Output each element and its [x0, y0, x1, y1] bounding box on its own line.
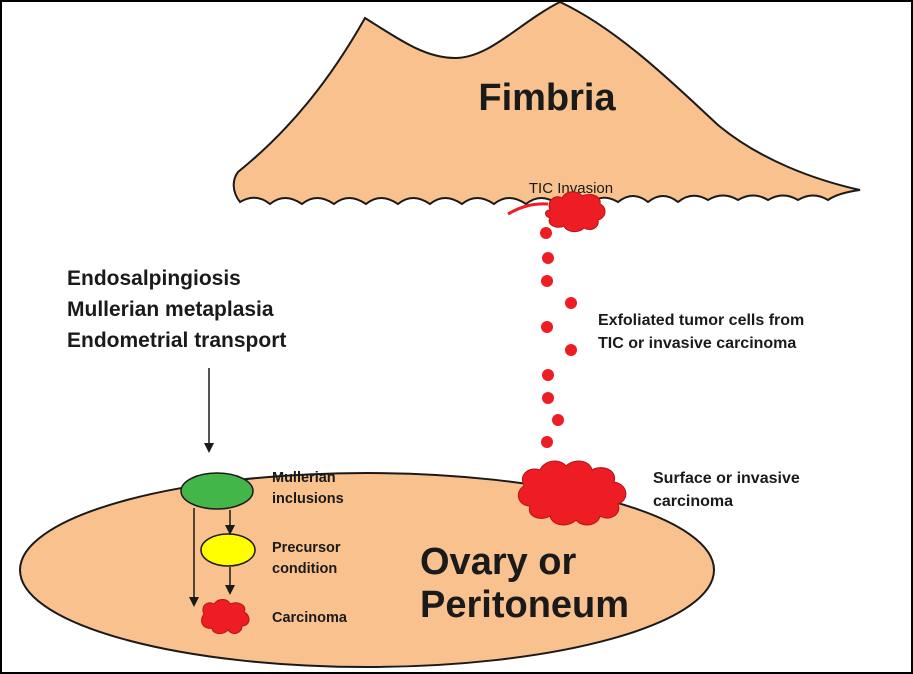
- exfoliated-cell: [540, 227, 552, 239]
- exfoliated-cell: [541, 321, 553, 333]
- left-text-line2: Mullerian metaplasia: [67, 298, 274, 321]
- precursor-label-line1: Precursor: [272, 540, 341, 556]
- exfoliated-cell: [541, 275, 553, 287]
- tic-lesion-line: [508, 204, 548, 214]
- surface-carcinoma-label-line2: carcinoma: [653, 493, 733, 510]
- exfoliated-label-line1: Exfoliated tumor cells from: [598, 312, 804, 329]
- fimbria-title: Fimbria: [478, 77, 616, 119]
- carcinoma-label: Carcinoma: [272, 610, 348, 626]
- mullerian-inclusion-shape: [181, 473, 253, 509]
- exfoliated-cells: [540, 227, 577, 448]
- exfoliated-cell: [565, 344, 577, 356]
- left-text-line1: Endosalpingiosis: [67, 267, 241, 290]
- precursor-label-line2: condition: [272, 561, 337, 577]
- carcinoma-cluster-small: [202, 600, 250, 634]
- ovary-title-line1: Ovary or: [420, 541, 577, 583]
- tic-tumor-cluster: [546, 192, 606, 232]
- mullerian-inclusions-label-line2: inclusions: [272, 491, 344, 507]
- exfoliated-cell: [565, 297, 577, 309]
- surface-carcinoma-cluster: [518, 461, 626, 525]
- exfoliated-cell: [552, 414, 564, 426]
- exfoliated-cell: [542, 392, 554, 404]
- exfoliated-cell: [542, 369, 554, 381]
- mullerian-inclusions-label-line1: Mullerian: [272, 470, 336, 486]
- ovary-title-line2: Peritoneum: [420, 584, 629, 626]
- surface-carcinoma-label-line1: Surface or invasive: [653, 470, 800, 487]
- left-text-line3: Endometrial transport: [67, 329, 286, 352]
- exfoliated-cell: [542, 252, 554, 264]
- exfoliated-label-line2: TIC or invasive carcinoma: [598, 335, 796, 352]
- precursor-shape: [201, 534, 255, 566]
- exfoliated-cell: [541, 436, 553, 448]
